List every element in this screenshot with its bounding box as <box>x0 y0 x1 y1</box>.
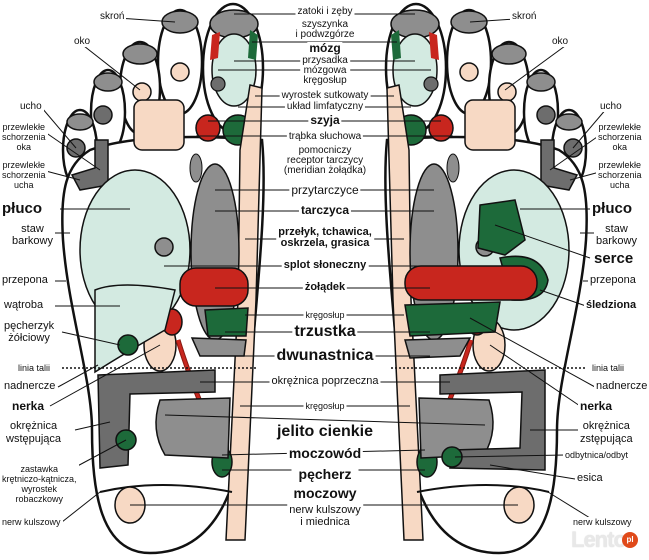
label-kregoslup-2: kręgosłup <box>303 310 347 320</box>
right-label-sledziona: śledziona <box>584 299 639 312</box>
label-uklad-limfatyczny: układ limfatyczny <box>284 101 366 112</box>
label-okreznica-poprzeczna: okrężnica poprzeczna <box>269 375 381 387</box>
label-dwunastnica: dwunastnica <box>274 347 376 364</box>
liver <box>94 284 176 374</box>
right-label-schorzenia-ucha: przewlekłe schorzenia ucha <box>596 160 644 190</box>
label-przelyk: przełyk, tchawica, oskrzela, grasica <box>276 226 374 249</box>
right-label-pluco: płuco <box>590 200 634 217</box>
label-kregoslup-1: kręgosłup <box>301 75 349 86</box>
left-label-przepona: przepona <box>0 274 50 286</box>
right-label-schorzenia-oka: przewlekłe schorzenia oka <box>596 122 644 152</box>
pancreas-right <box>404 301 501 337</box>
stomach <box>179 267 249 307</box>
left-label-skron: skroń <box>98 11 127 22</box>
left-foot <box>62 4 264 553</box>
watermark-logo: Lento <box>571 527 627 552</box>
watermark-badge: pl <box>622 532 638 548</box>
right-label-serce: serce <box>592 250 636 267</box>
right-label-okreznica: okrężnica zstępująca <box>578 420 635 446</box>
label-pecherz: pęcherz moczowy <box>291 465 359 503</box>
label-trabka: trąbka słuchowa <box>286 131 364 142</box>
right-label-ucho: ucho <box>598 101 624 112</box>
pancreas <box>204 307 249 337</box>
right-label-nadnercze: nadnercze <box>594 380 649 392</box>
right-foot <box>385 4 587 553</box>
label-szyja: szyja <box>308 113 342 127</box>
label-kregoslup-3: kręgosłup <box>303 401 347 411</box>
label-szyszynka: szyszynka i podwzgórze <box>293 19 357 40</box>
label-moczowod: moczowód <box>286 445 364 462</box>
left-label-oko: oko <box>72 36 93 47</box>
right-label-staw: staw barkowy <box>594 223 639 247</box>
left-label-okreznica: okrężnica wstępująca <box>4 420 64 446</box>
left-label-zastawka: zastawka krętniczo-kątnicza, wyrostek ro… <box>0 464 79 504</box>
left-label-nerw: nerw kulszowy <box>0 517 63 527</box>
right-label-nerw: nerw kulszowy <box>571 517 634 527</box>
label-mozg: mózg <box>307 41 343 55</box>
stomach-right <box>404 265 538 301</box>
left-label-nerka: nerka <box>10 399 47 413</box>
label-splot: splot słoneczny <box>281 259 369 272</box>
label-pomocniczy: pomocniczy receptor tarczycy (meridian ż… <box>281 145 369 176</box>
left-label-pluco: płuco <box>0 200 44 217</box>
left-label-schorzenia-oka: przewlekłe schorzenia oka <box>0 122 48 152</box>
left-label-nadnercze: nadnercze <box>2 380 58 392</box>
right-label-odbytnica: odbytnica/odbyt <box>563 450 631 460</box>
left-label-ucho: ucho <box>18 101 44 112</box>
left-label-watroba: wątroba <box>2 299 46 311</box>
left-label-linia-talii: linia talii <box>16 363 53 373</box>
right-label-skron: skroń <box>510 11 539 22</box>
duodenum <box>190 337 247 357</box>
label-zoladek: żołądek <box>302 281 348 294</box>
label-trzustka: trzustka <box>292 323 358 340</box>
label-wyrostek: wyrostek sutkowaty <box>279 90 371 101</box>
right-label-oko: oko <box>550 36 571 47</box>
duodenum-right <box>404 337 472 359</box>
right-label-esica: esica <box>575 472 605 484</box>
left-label-pecherzyk: pęcherzyk żółciowy <box>2 320 57 344</box>
label-jelito-cienkie: jelito cienkie <box>274 423 376 440</box>
label-przysadka: przysadka mózgowa <box>300 55 350 76</box>
label-nerw-miednica: nerw kulszowy i miednica <box>287 504 363 528</box>
label-przytarczyce: przytarczyce <box>289 183 361 197</box>
right-label-nerka: nerka <box>578 399 615 413</box>
right-label-linia-talii: linia talii <box>590 363 627 373</box>
left-label-schorzenia-ucha: przewlekłe schorzenia ucha <box>0 160 48 190</box>
label-zatoki: zatoki i zęby <box>295 6 355 17</box>
label-tarczyca: tarczyca <box>298 203 352 217</box>
gallbladder <box>117 334 139 356</box>
right-label-przepona: przepona <box>588 274 638 286</box>
left-label-staw: staw barkowy <box>10 223 55 247</box>
